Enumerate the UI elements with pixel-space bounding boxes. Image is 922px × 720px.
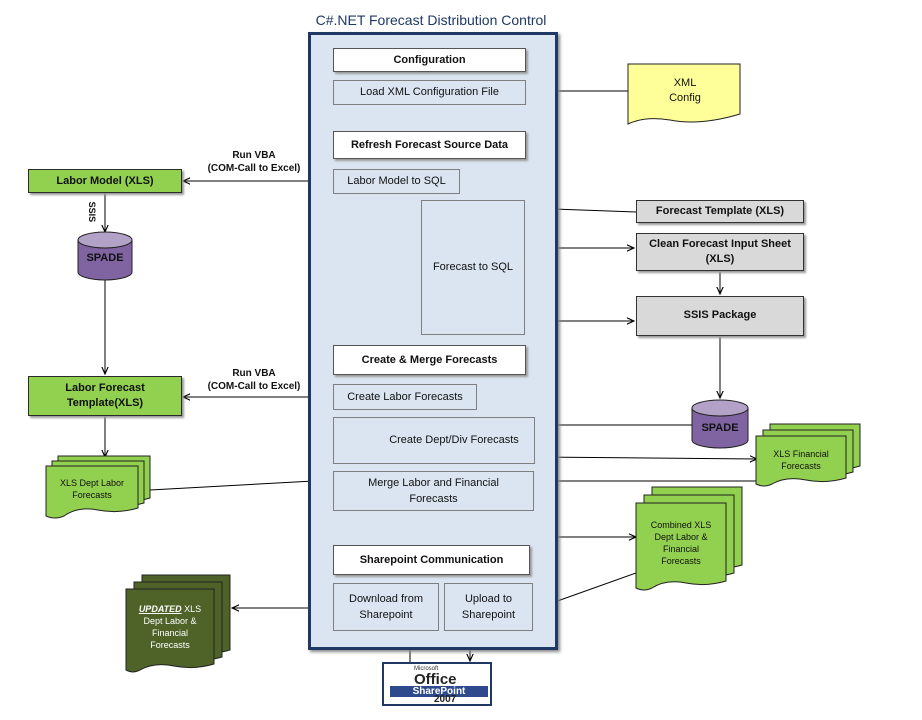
ssis-edge-label: SSIS [85,200,97,226]
xml-config-note [627,63,741,125]
xml-config-line1: XML [673,76,697,89]
section-refresh: Refresh Forecast Source Data [333,131,526,159]
spade-label-left: SPADE [86,252,124,264]
run-vba-2-line2: (COM-Call to Excel) [207,381,301,392]
combined-line4: Forecasts [661,556,701,567]
upload-line1: Upload to [464,592,513,605]
arrow-dept-labor-to-merge [149,480,332,491]
logo-brand: Microsoft [414,666,439,672]
logo-version: 2007 [434,694,457,705]
updated-emph: UPDATED [138,603,182,614]
labor-model-box: Labor Model (XLS) [28,169,182,193]
step-create-labor: Create Labor Forecasts [333,384,477,410]
updated-line3: Financial [151,628,189,638]
labor-template-line2: Template(XLS) [66,397,144,409]
xls-dept-labor-docs [45,455,151,519]
xls-dept-labor-text: XLS Dept Labor Forecasts [46,472,138,506]
download-line1: Download from [349,592,423,605]
forecast-template-box: Forecast Template (XLS) [636,200,804,223]
xls-financial-text: XLS Financial Forecasts [756,444,846,476]
run-vba-label-2: Run VBA (COM-Call to Excel) [200,367,308,393]
ssis-edge-text: SSIS [86,201,97,223]
ssis-package-box: SSIS Package [636,296,804,336]
clean-input-line2: (XLS) [705,253,735,265]
sharepoint-logo: Microsoft Office SharePoint 2007 [382,662,492,706]
run-vba-2-line1: Run VBA [232,368,276,379]
xml-config-line2: Config [669,92,701,104]
logo-office: Office [414,671,457,688]
xls-financial-docs [755,423,861,487]
combined-line3: Financial [662,544,700,554]
run-vba-1-line2: (COM-Call to Excel) [207,163,301,174]
section-sharepoint: Sharepoint Communication [333,545,530,575]
clean-input-box: Clean Forecast Input Sheet (XLS) [636,233,804,271]
merge-line1: Merge Labor and Financial [368,476,499,489]
run-vba-label-1: Run VBA (COM-Call to Excel) [200,149,308,175]
financial-line1: XLS Financial [773,448,829,459]
section-create-merge: Create & Merge Forecasts [333,345,526,375]
run-vba-1-line1: Run VBA [232,150,276,161]
dept-labor-line2: Forecasts [72,490,112,500]
step-labor-model-sql: Labor Model to SQL [333,169,460,194]
logo-product: SharePoint [390,686,488,697]
step-download: Download from Sharepoint [333,583,439,631]
updated-line1-rest: XLS [181,603,202,614]
combined-line2: Dept Labor & [654,531,708,542]
step-load-xml: Load XML Configuration File [333,80,526,105]
diagram-title: C#.NET Forecast Distribution Control [315,12,547,28]
financial-line2: Forecasts [781,461,821,471]
spade-cylinder-right [691,399,749,449]
step-forecast-sql: Forecast to SQL [421,200,525,335]
spade-label-right: SPADE [701,422,739,434]
updated-docs [125,574,231,673]
spade-cylinder-left [77,231,133,281]
updated-line2: Dept Labor & [143,615,197,626]
labor-template-box: Labor Forecast Template(XLS) [28,376,182,416]
dept-labor-line1: XLS Dept Labor [59,477,125,488]
updated-docs-text: UPDATED XLS Dept Labor & Financial Forec… [126,595,214,659]
combined-line1: Combined XLS [650,519,712,530]
step-upload: Upload to Sharepoint [444,583,533,631]
updated-line4: Forecasts [150,640,190,651]
arrow-dept-to-financial [535,457,757,459]
combined-docs [635,486,743,591]
labor-template-line1: Labor Forecast [65,382,145,395]
upload-line2: Sharepoint [461,609,516,621]
download-line2: Sharepoint [359,609,413,621]
step-merge: Merge Labor and Financial Forecasts [333,471,534,511]
merge-line2: Forecasts [409,493,458,505]
clean-input-line1: Clean Forecast Input Sheet [649,237,791,250]
section-configuration: Configuration [333,48,526,72]
step-create-dept: Create Dept/Div Forecasts [333,417,535,464]
combined-text: Combined XLS Dept Labor & Financial Fore… [636,514,726,572]
xml-config-text: XML Config [640,72,730,110]
